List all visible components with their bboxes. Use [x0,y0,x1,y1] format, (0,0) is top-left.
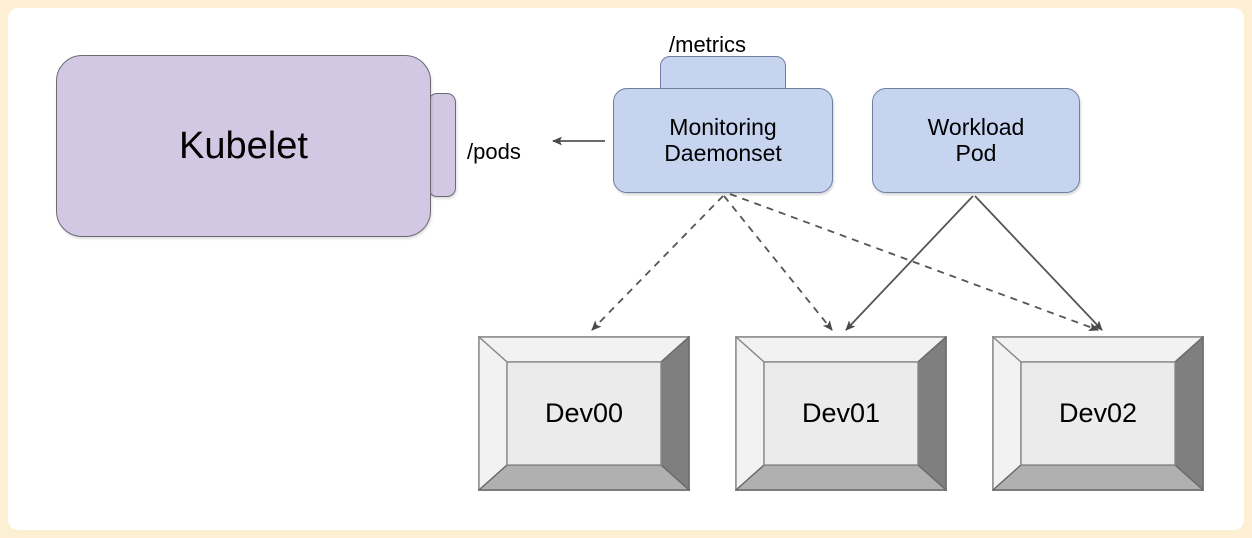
device-node-dev00[interactable]: Dev00 [478,336,690,491]
edge-monitoring-to-dev01 [723,195,833,331]
monitoring-label-line1: Monitoring [669,113,777,140]
device-label: Dev00 [544,398,624,428]
workload-label-line1: Workload [927,113,1025,140]
workload-pod-node[interactable]: Workload Pod [872,88,1080,193]
device-frame-icon [478,336,690,491]
workload-label-line2: Pod [955,139,997,166]
diagram-canvas: Kubelet /pods /metrics Monitoring Daemon… [8,8,1244,530]
device-node-dev02[interactable]: Dev02 [992,336,1204,491]
monitoring-label-line2: Daemonset [664,139,782,166]
kubelet-pods-port [428,93,456,197]
pods-endpoint-label: /pods [467,139,521,164]
edge-monitoring-to-dev02 [729,193,1099,332]
edge-workload-to-dev01 [845,195,974,331]
metrics-endpoint-label: /metrics [669,32,746,57]
edge-monitoring-to-dev00 [591,195,724,331]
monitoring-daemonset-node[interactable]: Monitoring Daemonset [613,88,833,193]
kubelet-label: Kubelet [179,124,308,167]
device-node-dev01[interactable]: Dev01 [735,336,947,491]
device-frame-icon [992,336,1204,491]
device-label: Dev01 [801,398,881,428]
edge-workload-to-dev02 [974,195,1103,331]
kubelet-node[interactable]: Kubelet [56,55,431,237]
device-frame-icon [735,336,947,491]
device-label: Dev02 [1058,398,1138,428]
